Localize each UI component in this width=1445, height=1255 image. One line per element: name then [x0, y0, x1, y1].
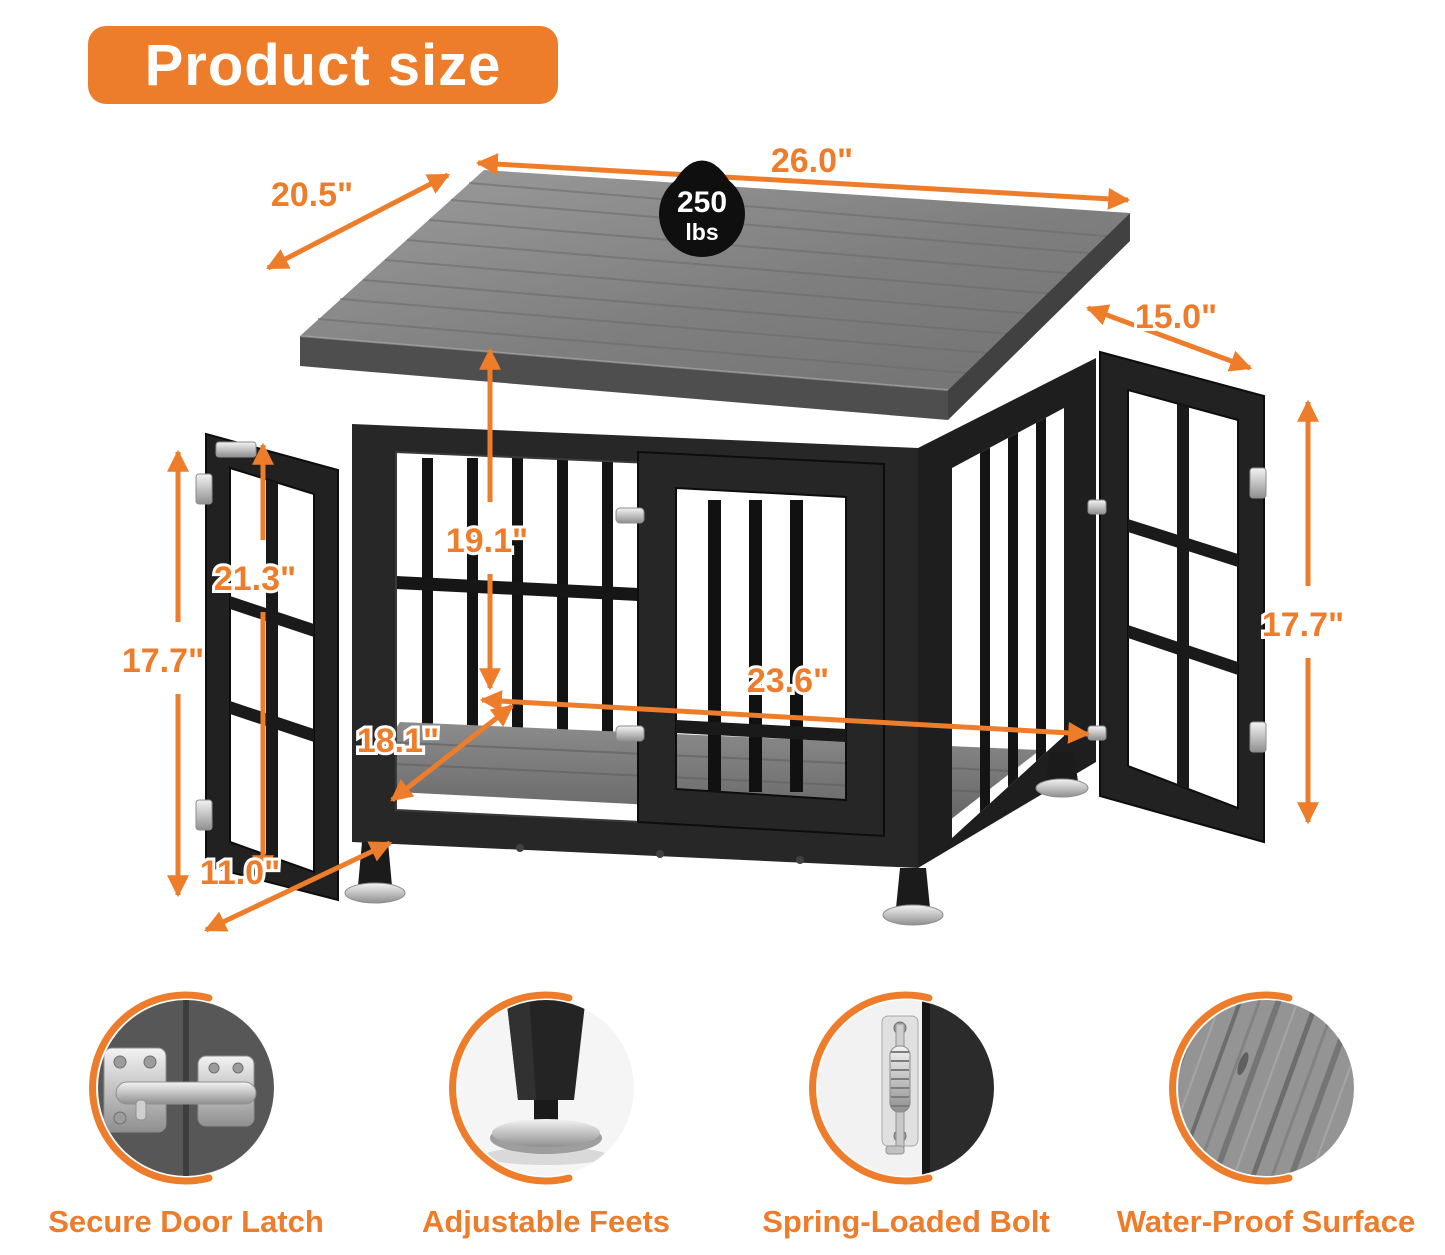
feature-ring: [449, 991, 573, 1185]
table-top: [299, 170, 1130, 420]
dim-top-length: 26.0": [475, 139, 1131, 210]
dim-label-door-width-left: 11.0": [200, 854, 280, 892]
dim-label-interior-width: 23.6": [747, 662, 829, 700]
door-latch: [1087, 725, 1107, 741]
foot-illustration: [449, 991, 634, 1185]
door-latch: [1087, 499, 1107, 515]
feature-label-spring-loaded-bolt: Spring-Loaded Bolt: [762, 1204, 1050, 1239]
feature-ring: [89, 991, 213, 1185]
door-hinge: [195, 799, 213, 831]
door-latch-top: [615, 507, 645, 524]
dim-label-door-height-left: 21.3": [214, 560, 296, 598]
dim-door-width-left: 11.0": [197, 840, 392, 933]
latch-illustration: [89, 991, 274, 1185]
door-hinge: [1249, 721, 1267, 753]
feature-label-secure-door-latch: Secure Door Latch: [48, 1204, 324, 1239]
dim-label-height-left: 17.7": [122, 642, 204, 680]
back-wall-bars: [396, 458, 638, 736]
left-door-open: [195, 432, 339, 902]
dim-top-depth: 20.5": [266, 172, 450, 271]
dim-label-interior-height: 19.1": [446, 522, 528, 560]
dim-side-door-width: 15.0": [1085, 295, 1253, 372]
weight-value: 250: [677, 186, 727, 219]
page-title: Product size: [144, 32, 502, 98]
feature-water-proof-surface: Water-Proof Surface: [1117, 990, 1415, 1240]
dim-interior-width: 23.6": [479, 659, 1091, 744]
bolt-illustration: [809, 991, 994, 1185]
feature-adjustable-feets: Adjustable Feets: [422, 990, 670, 1240]
door-hinge: [1249, 467, 1267, 499]
feature-label-adjustable-feets: Adjustable Feets: [421, 1204, 671, 1239]
feature-label-water-proof-surface: Water-Proof Surface: [1116, 1204, 1416, 1239]
dimension-annotations: 26.0" 20.5" 15.0" 21.3" 17.7": [119, 139, 1347, 933]
feature-row: Secure Door Latch Adjustable Feets: [48, 990, 1415, 1240]
dim-label-interior-depth: 18.1": [357, 722, 439, 760]
wood-grain: [317, 182, 1118, 374]
weight-unit: lbs: [685, 219, 718, 245]
door-latch-bottom: [615, 725, 645, 742]
wood-surface-illustration: [1169, 991, 1354, 1185]
crate-diagram: 26.0" 20.5" 15.0" 21.3" 17.7": [119, 139, 1347, 933]
dim-interior-height: 19.1": [443, 347, 531, 691]
dim-label-top-length: 26.0": [771, 142, 853, 180]
feature-spring-loaded-bolt: Spring-Loaded Bolt: [762, 990, 1050, 1240]
kettlebell-body-icon: [659, 171, 745, 257]
door-latch: [215, 441, 257, 458]
dim-door-height-left: 21.3": [211, 442, 299, 878]
dim-interior-depth: 18.1": [354, 704, 514, 802]
dim-label-height-right: 17.7": [1262, 606, 1344, 644]
dim-label-side-door-width: 15.0": [1135, 298, 1217, 336]
door-hinge: [195, 473, 213, 505]
crate-illustration: [195, 170, 1267, 926]
right-side-panel: [918, 358, 1096, 868]
feature-ring: [1169, 991, 1293, 1185]
weight-badge: 250 lbs: [659, 160, 745, 257]
right-door-open: [1087, 350, 1267, 844]
feature-ring: [809, 991, 933, 1185]
title-banner: Product size: [88, 26, 558, 104]
feature-secure-door-latch: Secure Door Latch: [48, 990, 324, 1240]
front-band-screws: [516, 844, 804, 864]
dim-label-top-depth: 20.5": [271, 176, 353, 214]
dim-height-right: 17.7": [1259, 399, 1347, 825]
dim-height-left: 17.7": [119, 449, 207, 898]
